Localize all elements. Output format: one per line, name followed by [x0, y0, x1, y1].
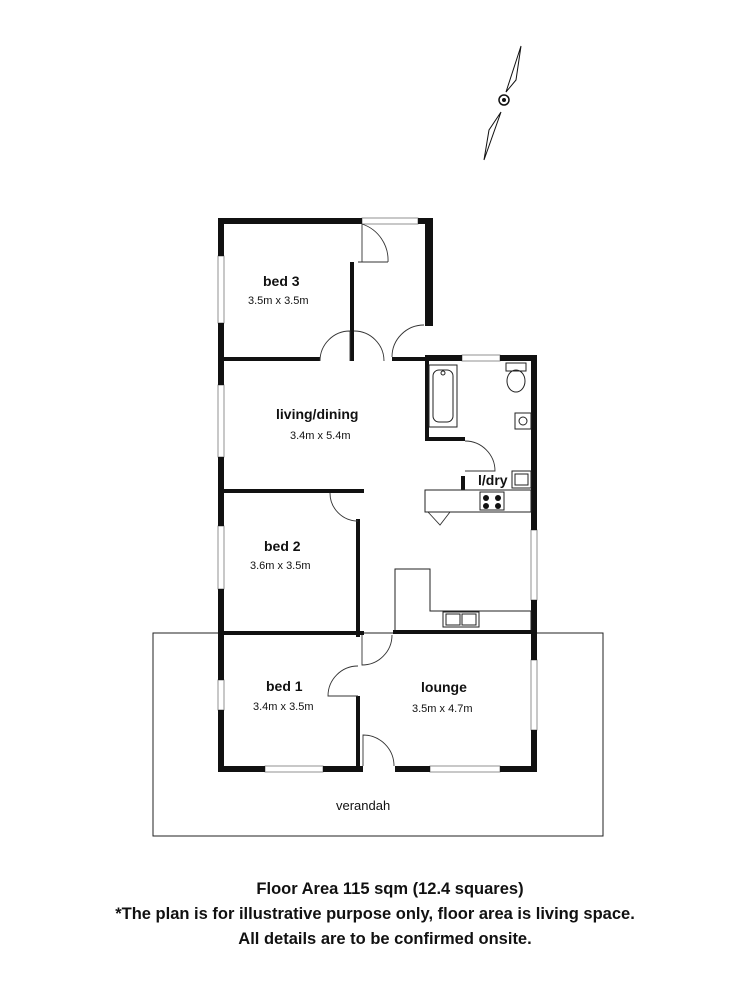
doors [319, 223, 496, 767]
disclaimer-text: *The plan is for illustrative purpose on… [115, 905, 635, 923]
bed3-size: 3.5m x 3.5m [248, 295, 309, 307]
kitchen-bench [424, 489, 532, 513]
confirm-onsite-text: All details are to be confirmed onsite. [238, 930, 532, 948]
north-arrow-icon [483, 45, 522, 161]
living-size: 3.4m x 5.4m [290, 430, 351, 442]
interior-walls [224, 262, 537, 772]
lounge-size: 3.5m x 4.7m [412, 703, 473, 715]
laundry-tub [511, 470, 532, 489]
windows [217, 217, 538, 773]
bathtub [428, 364, 458, 428]
verandah-name: verandah [336, 798, 390, 813]
kitchen-island-bench [394, 568, 532, 630]
bed1-name: bed 1 [266, 678, 303, 694]
bed3-name: bed 3 [263, 273, 300, 289]
vanity [514, 412, 532, 430]
living-name: living/dining [276, 406, 358, 422]
verandah-outline [152, 632, 604, 837]
bed2-size: 3.6m x 3.5m [250, 560, 311, 572]
lounge-name: lounge [421, 679, 467, 695]
laundry-name: l/dry [478, 472, 508, 488]
floor-area-text: Floor Area 115 sqm (12.4 squares) [256, 880, 524, 898]
bed2-name: bed 2 [264, 538, 301, 554]
bed1-size: 3.4m x 3.5m [253, 701, 314, 713]
exterior-walls [218, 218, 537, 772]
toilet [505, 362, 527, 393]
